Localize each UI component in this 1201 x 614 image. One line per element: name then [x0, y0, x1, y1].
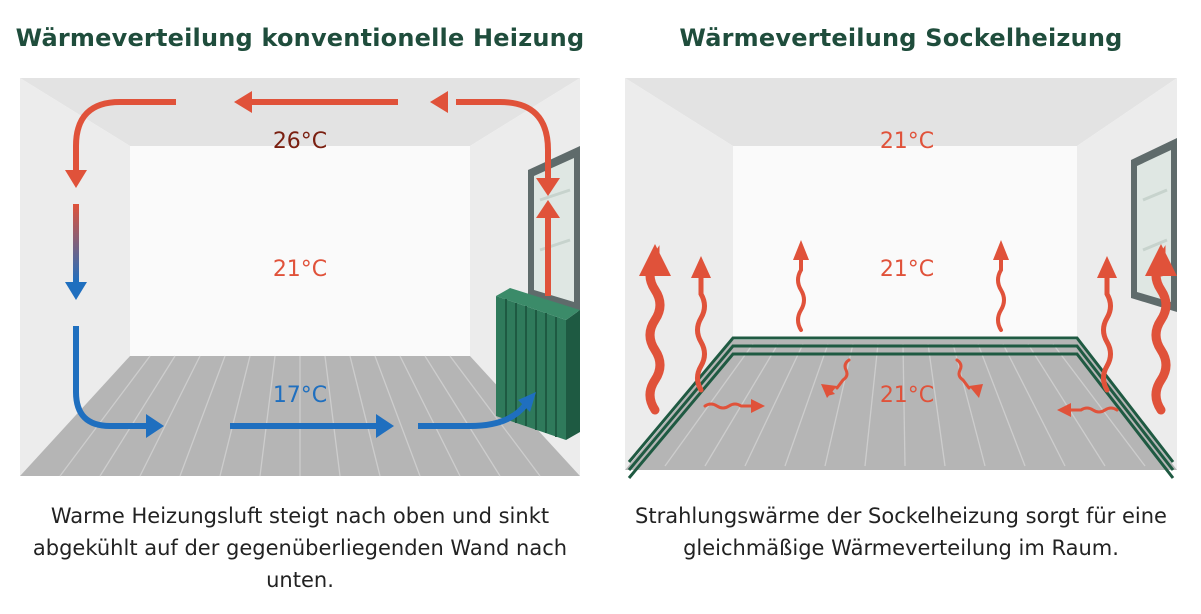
- floor-temperature: 21°C: [880, 383, 934, 408]
- baseboard-room-diagram: 21°C 21°C 21°C: [625, 78, 1177, 479]
- floor-heat-arrowheads: [751, 384, 1071, 417]
- radiator: [496, 288, 580, 440]
- warm-arrowheads: [65, 91, 560, 218]
- floor-temperature: 17°C: [273, 383, 327, 408]
- conventional-heating-caption: Warme Heizungsluft steigt nach oben und …: [32, 504, 568, 592]
- ceiling-temperature: 26°C: [273, 129, 327, 154]
- warm-airflow-arrows: [73, 99, 551, 296]
- floor-planks: [664, 343, 1146, 467]
- conventional-room-diagram: 26°C 21°C 17°C: [20, 78, 580, 477]
- baseboard-heating-panel: Wärmeverteilung Sockelheizung: [601, 0, 1201, 614]
- rising-heat-waves: [645, 245, 1171, 415]
- conventional-heating-title: Wärmeverteilung konventionelle Heizung: [15, 24, 585, 52]
- conventional-heating-panel: Wärmeverteilung konventionelle Heizung: [0, 0, 600, 614]
- ceiling: [20, 78, 580, 146]
- baseboard-heating-caption: Strahlungswärme der Sockelheizung sorgt …: [635, 504, 1167, 560]
- baseboard-heater: [627, 336, 1175, 479]
- floor-planks: [59, 355, 541, 477]
- floor-heat-waves: [703, 358, 1119, 414]
- floor: [625, 340, 1177, 470]
- back-wall: [130, 146, 470, 356]
- cold-airflow-arrows: [73, 326, 529, 429]
- middle-temperature: 21°C: [273, 257, 327, 282]
- baseboard-heating-title: Wärmeverteilung Sockelheizung: [679, 24, 1123, 52]
- window: [528, 146, 580, 312]
- back-wall: [733, 146, 1077, 340]
- ceiling-temperature: 21°C: [880, 129, 934, 154]
- ceiling: [625, 78, 1177, 146]
- cooling-gradient-arrow: [73, 204, 79, 282]
- rising-heat-arrowheads: [639, 240, 1177, 278]
- middle-temperature: 21°C: [880, 257, 934, 282]
- cold-arrowheads: [146, 392, 536, 438]
- cooling-arrowhead: [65, 282, 87, 300]
